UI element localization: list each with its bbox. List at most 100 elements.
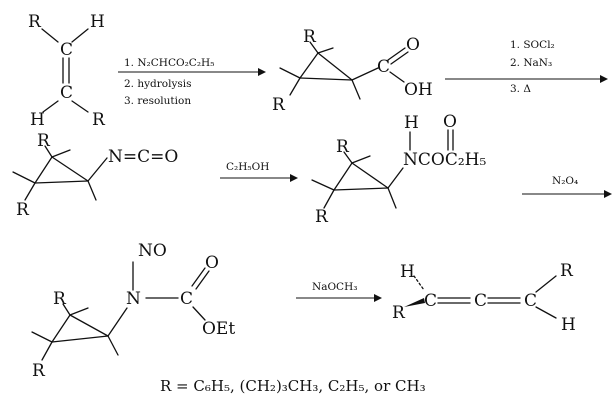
reagent-step1-line2: 2. hydrolysis xyxy=(124,78,192,90)
acid-carbonyl-c: C xyxy=(377,57,390,77)
methyl-bond xyxy=(107,335,119,356)
allene-c3: C xyxy=(524,291,537,311)
ring-bond xyxy=(299,52,319,79)
bond xyxy=(323,189,335,209)
nitroso-r-top: R xyxy=(53,289,67,309)
allene-c2: C xyxy=(474,291,487,311)
bond xyxy=(192,306,206,321)
reagent-step3: C₂H₅OH xyxy=(226,161,269,173)
reagent-step2-line2: 2. NaN₃ xyxy=(510,57,552,69)
ring-bond xyxy=(51,156,89,182)
methyl-bond xyxy=(87,180,97,201)
acid-r-bottom: R xyxy=(272,95,286,115)
alkene-structure: R H C C H R xyxy=(28,12,106,130)
carbonyl-bond xyxy=(387,47,406,61)
allene-h-top: H xyxy=(400,262,415,282)
methyl-bond xyxy=(311,179,335,191)
methyl-bond xyxy=(351,79,361,100)
ring-bond xyxy=(51,335,109,343)
carbonyl-bond xyxy=(195,270,210,290)
ring-bond xyxy=(34,180,89,184)
acid-carbonyl-o: O xyxy=(406,35,420,55)
ring-bond xyxy=(34,156,53,184)
bond xyxy=(24,182,36,201)
methyl-bond xyxy=(279,67,301,79)
reagent-step2-line1: 1. SOCl₂ xyxy=(510,39,555,51)
nitroso-ethoxy: OEt xyxy=(202,319,235,339)
acid-r-top: R xyxy=(303,27,317,47)
alkene-r-bottom: R xyxy=(92,110,106,130)
bond xyxy=(41,341,53,361)
methyl-bond xyxy=(12,171,36,184)
bond xyxy=(351,67,379,81)
ring-bond xyxy=(317,52,353,81)
bond xyxy=(71,28,89,43)
bond xyxy=(309,41,319,54)
bond xyxy=(62,303,71,316)
methyl-bond xyxy=(69,307,89,316)
nitroso-r-bottom: R xyxy=(32,361,46,381)
bond xyxy=(389,71,405,83)
allene-r-top: R xyxy=(560,261,574,281)
bond xyxy=(107,307,128,337)
ring-bond xyxy=(299,77,353,81)
alkene-c-top: C xyxy=(60,40,73,60)
bond xyxy=(44,145,53,158)
nitroso-group: NO xyxy=(138,241,167,261)
ring-bond xyxy=(51,314,71,343)
bond xyxy=(535,306,557,319)
allene-structure: H R C C C R H xyxy=(392,261,576,335)
reagent-step2-line3: 3. Δ xyxy=(510,83,531,95)
nitroso-n: N xyxy=(126,289,141,309)
isocyanate-r-top: R xyxy=(37,131,51,151)
carbamate-group: NCOC₂H₅ xyxy=(403,150,486,170)
bond xyxy=(87,157,108,182)
alkene-h-bottom: H xyxy=(30,110,45,130)
carbamate-carbonyl-o: O xyxy=(443,112,457,132)
allene-r-bottom: R xyxy=(392,303,406,323)
cyclopropane-acid-structure: R R C O OH xyxy=(272,27,433,115)
wedge-bond xyxy=(404,298,425,307)
methyl-bond xyxy=(51,149,71,158)
hashed-bond xyxy=(413,275,425,291)
ring-bond xyxy=(69,314,109,337)
ring-bond xyxy=(351,162,389,189)
reagent-step1-line1: 1. N₂CHCO₂C₂H₅ xyxy=(124,57,214,69)
arrowhead xyxy=(290,174,298,182)
ring-bond xyxy=(333,162,353,191)
alkene-c-bottom: C xyxy=(60,83,73,103)
substituent-footnote: R = C₆H₅, (CH₂)₃CH₃, C₂H₅, or CH₃ xyxy=(160,377,426,395)
allene-c1: C xyxy=(424,291,437,311)
bond xyxy=(71,100,89,113)
allene-h-bottom: H xyxy=(561,315,576,335)
isocyanate-r-bottom: R xyxy=(16,200,30,220)
bond xyxy=(387,167,404,189)
methyl-bond xyxy=(31,331,53,343)
reagent-step5: NaOCH₃ xyxy=(312,281,357,293)
arrowhead xyxy=(374,294,382,302)
methyl-bond xyxy=(317,47,334,54)
arrowhead xyxy=(258,68,266,76)
bond xyxy=(535,275,557,293)
arrowhead xyxy=(604,190,612,198)
carbonyl-bond xyxy=(390,51,409,65)
methyl-bond xyxy=(387,187,397,209)
reagent-step4: N₂O₄ xyxy=(552,175,578,187)
carbamate-r-top: R xyxy=(336,137,350,157)
nitroso-carbonyl-c: C xyxy=(180,289,193,309)
reagent-step1-line3: 3. resolution xyxy=(124,95,191,107)
isocyanate-structure: R R N=C=O xyxy=(12,131,178,220)
ring-bond xyxy=(333,187,389,191)
isocyanate-group: N=C=O xyxy=(108,147,178,167)
carbonyl-bond xyxy=(191,267,206,287)
bond xyxy=(289,77,301,96)
alkene-r-top: R xyxy=(28,12,42,32)
bond xyxy=(343,151,353,164)
arrowhead xyxy=(600,75,608,83)
alkene-h-top: H xyxy=(90,12,105,32)
acid-hydroxyl: OH xyxy=(404,80,433,100)
bond xyxy=(42,100,59,113)
nitroso-carbonyl-o: O xyxy=(205,253,219,273)
nitroso-carbamate-structure: NO R R N C O OEt xyxy=(31,241,235,381)
